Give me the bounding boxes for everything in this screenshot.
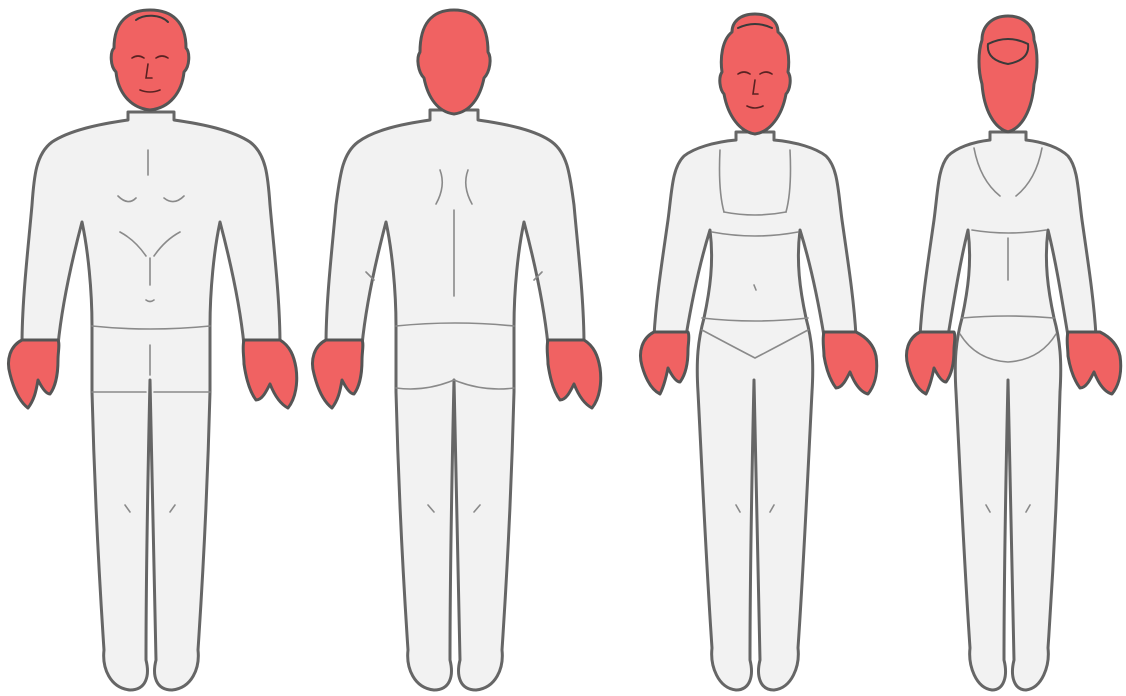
male-back-head [418, 10, 490, 114]
male-front-head [111, 10, 189, 110]
male-front-figure [0, 0, 300, 696]
male-back-right-hand [313, 340, 363, 408]
male-front-left-hand [243, 340, 297, 408]
female-front-figure [600, 0, 890, 696]
female-back-right-hand [907, 332, 955, 394]
female-front-right-hand [641, 332, 689, 394]
female-front-head [720, 14, 790, 134]
female-back-left-hand [1067, 332, 1121, 394]
female-front-left-hand [823, 332, 877, 394]
female-back-head [979, 16, 1037, 132]
male-front-body [22, 112, 280, 690]
male-front-right-hand [9, 340, 59, 408]
male-back-figure [300, 0, 600, 696]
male-back-body [326, 110, 584, 690]
female-back-body [920, 132, 1096, 690]
male-back-left-hand [547, 340, 601, 408]
female-back-figure [890, 0, 1126, 696]
